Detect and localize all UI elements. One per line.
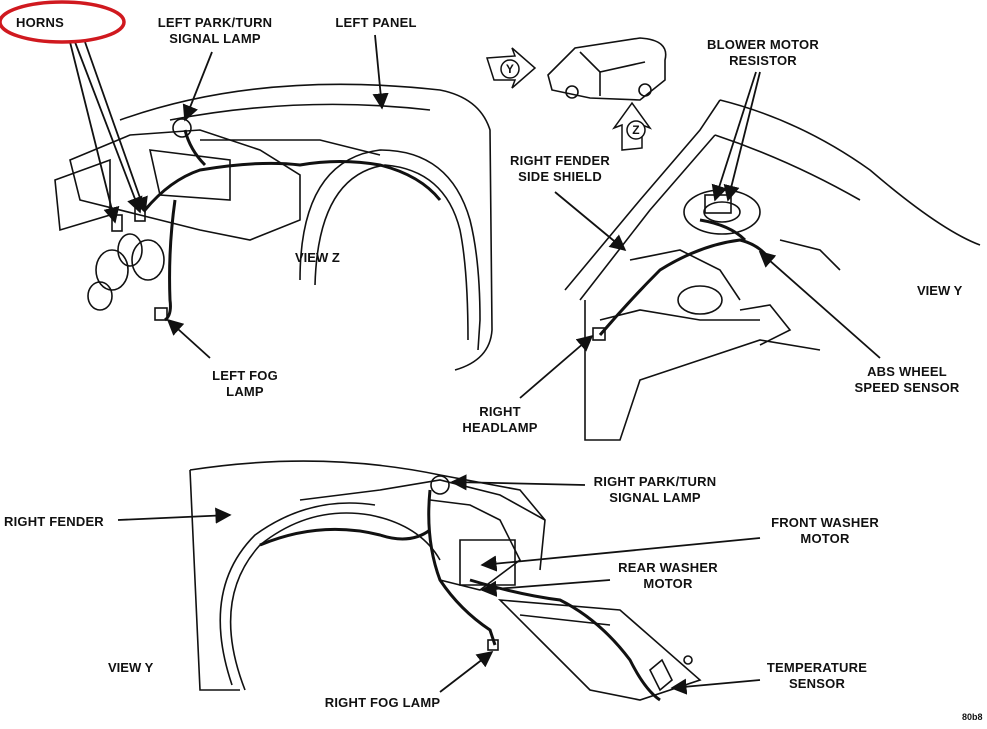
vehicle-icon: [547, 37, 667, 101]
view-y-bottom-drawing: [189, 460, 702, 702]
label-line: MOTOR: [643, 576, 693, 591]
callout-y-letter: Y: [505, 62, 515, 76]
blower-leader-1: [711, 71, 757, 202]
label-line: ABS WHEEL: [867, 364, 947, 379]
right-park-turn-leader: [450, 474, 586, 491]
figure-code: 80b8: [962, 712, 983, 722]
label-line: HEADLAMP: [462, 420, 538, 435]
callout-z-letter: Z: [632, 123, 640, 137]
label-line: RIGHT FENDER: [510, 153, 610, 168]
label-line: RESISTOR: [729, 53, 797, 68]
left-fog-leader: [166, 318, 211, 359]
label-right-fender: RIGHT FENDER: [4, 514, 104, 529]
label-right-headlamp: RIGHT HEADLAMP: [455, 404, 545, 436]
horns-highlight-ellipse: [0, 0, 126, 44]
label-line: LEFT FOG: [212, 368, 278, 383]
blower-leader-2: [723, 71, 761, 202]
front-washer-leader: [480, 537, 761, 572]
right-fog-leader: [439, 651, 494, 693]
label-horns: HORNS: [16, 15, 64, 30]
label-line: RIGHT PARK/TURN: [593, 474, 717, 489]
left-panel-leader: [372, 34, 389, 110]
label-line: BLOWER MOTOR: [707, 37, 819, 52]
view-z-label: VIEW Z: [295, 250, 340, 265]
leader-lines: [69, 34, 881, 695]
left-park-turn-leader: [182, 51, 213, 122]
label-temperature-sensor: TEMPERATURE SENSOR: [762, 660, 872, 692]
view-z-callout-arrow: [611, 101, 653, 151]
side-shield-leader: [554, 191, 627, 252]
label-rear-washer-motor: REAR WASHER MOTOR: [608, 560, 728, 592]
label-blower-motor-resistor: BLOWER MOTOR RESISTOR: [698, 37, 828, 69]
label-line: SENSOR: [788, 676, 846, 691]
label-right-park-turn: RIGHT PARK/TURN SIGNAL LAMP: [590, 474, 720, 506]
label-line: REAR WASHER: [618, 560, 718, 575]
label-line: LEFT PARK/TURN: [157, 15, 273, 30]
label-line: FRONT WASHER: [771, 515, 879, 530]
label-line: SIGNAL LAMP: [169, 31, 261, 46]
right-headlamp-leader: [519, 334, 594, 399]
label-line: SIGNAL LAMP: [609, 490, 701, 505]
rear-washer-leader: [480, 579, 611, 597]
label-abs-wheel-speed-sensor: ABS WHEEL SPEED SENSOR: [842, 364, 972, 396]
label-right-fender-side-shield: RIGHT FENDER SIDE SHIELD: [500, 153, 620, 185]
label-left-fog-lamp: LEFT FOG LAMP: [205, 368, 285, 400]
view-y-right-drawing: [564, 99, 981, 441]
label-line: TEMPERATURE: [766, 660, 868, 675]
view-y-callout-arrow: [485, 47, 537, 89]
view-y-right-label: VIEW Y: [917, 283, 963, 298]
horns-leader-1: [69, 41, 120, 224]
horns-leader-3: [84, 41, 148, 214]
label-left-panel: LEFT PANEL: [335, 15, 417, 30]
view-z-drawing: [54, 83, 493, 371]
right-fender-leader: [117, 507, 232, 524]
label-line: SPEED SENSOR: [854, 380, 960, 395]
temperature-leader: [670, 678, 761, 695]
label-front-washer-motor: FRONT WASHER MOTOR: [760, 515, 890, 547]
label-line: SIDE SHIELD: [518, 169, 602, 184]
label-left-park-turn: LEFT PARK/TURN SIGNAL LAMP: [150, 15, 280, 47]
horns-leader-2: [74, 41, 143, 214]
label-line: LAMP: [226, 384, 264, 399]
view-y-bottom-label: VIEW Y: [108, 660, 154, 675]
label-line: MOTOR: [800, 531, 850, 546]
abs-leader: [758, 250, 881, 359]
label-line: RIGHT: [479, 404, 521, 419]
label-right-fog-lamp: RIGHT FOG LAMP: [324, 695, 441, 710]
